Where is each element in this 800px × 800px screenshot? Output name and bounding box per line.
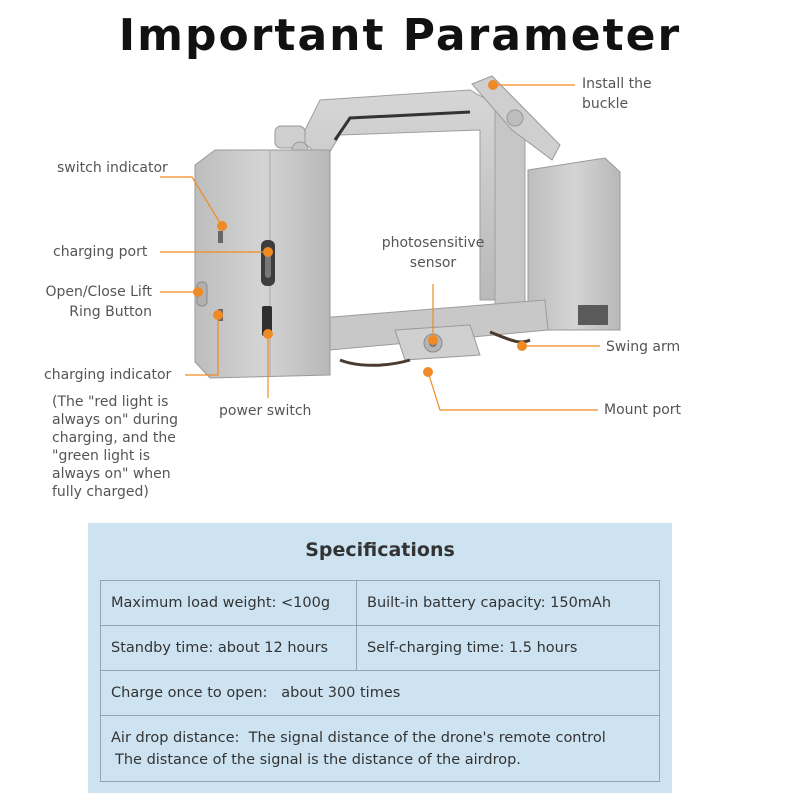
label-mount-port: Mount port xyxy=(604,402,682,418)
leader-dots xyxy=(193,80,527,377)
table-divider xyxy=(101,715,659,716)
label-photosensitive-sensor: photosensitive sensor xyxy=(381,235,485,271)
label-swing-arm: Swing arm xyxy=(606,339,681,355)
specifications-table: Maximum load weight: <100g Built-in batt… xyxy=(100,580,660,782)
spec-battery: Built-in battery capacity: 150mAh xyxy=(367,595,612,611)
specifications-heading: Specifications xyxy=(305,539,455,561)
product-illustration xyxy=(160,75,621,411)
spec-airdrop-line2: The distance of the signal is the distan… xyxy=(115,752,521,768)
spec-self-charging: Self-charging time: 1.5 hours xyxy=(367,640,578,656)
label-charging-indicator: charging indicator xyxy=(44,367,172,383)
install-buckle-part xyxy=(471,75,561,161)
table-divider xyxy=(101,670,659,671)
spec-charge-once: Charge once to open: about 300 times xyxy=(111,685,401,701)
frame-top xyxy=(299,89,506,301)
label-charging-port: charging port xyxy=(53,244,148,260)
spec-airdrop-line1: Air drop distance: The signal distance o… xyxy=(111,730,606,746)
label-charging-indicator-note: (The "red light is always on" during cha… xyxy=(52,394,179,500)
page-title: Important Parameter xyxy=(118,10,682,61)
label-open-close-button: Open/Close Lift Ring Button xyxy=(45,284,152,320)
table-divider xyxy=(356,581,357,670)
table-divider xyxy=(101,625,659,626)
specifications-panel: Specifications Maximum load weight: <100… xyxy=(88,523,672,793)
label-switch-indicator: switch indicator xyxy=(57,160,168,176)
leader-lines xyxy=(160,84,600,411)
spec-standby: Standby time: about 12 hours xyxy=(111,640,329,656)
label-power-switch: power switch xyxy=(219,403,312,419)
spec-max-load: Maximum load weight: <100g xyxy=(111,595,331,611)
label-install-buckle: Install the buckle xyxy=(582,76,652,112)
bottom-tray-part xyxy=(319,299,549,367)
frame-right-arm xyxy=(494,109,526,311)
main-body-part xyxy=(194,149,331,379)
